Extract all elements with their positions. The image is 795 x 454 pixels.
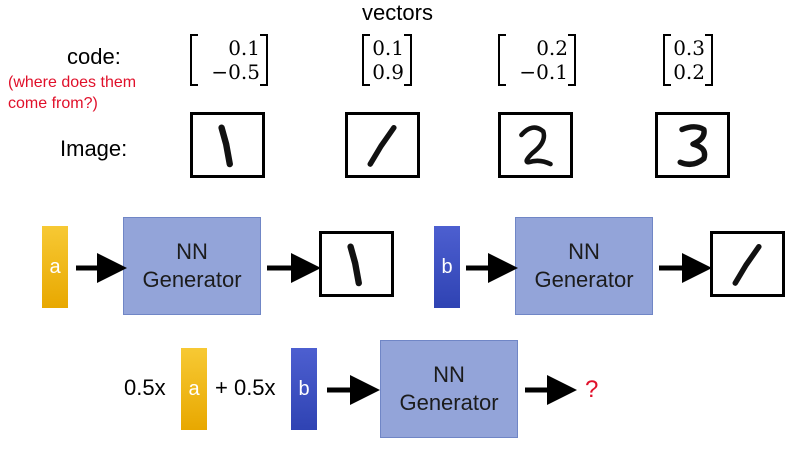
code-a-bar: a — [181, 348, 207, 430]
generator-line1: NN — [433, 362, 465, 387]
code-label: code: — [67, 44, 121, 69]
right-bracket — [260, 34, 268, 86]
coefficient-a: 0.5x — [124, 375, 166, 400]
code-a-label: a — [49, 255, 61, 278]
code-note-line1: (where does them — [8, 74, 137, 91]
vector-top-value: 0.3 — [673, 36, 705, 60]
left-bracket — [498, 34, 506, 86]
right-bracket — [568, 34, 576, 86]
code-vector: 0.3 0.2 — [663, 34, 713, 91]
digit-image-one-slanted — [345, 112, 420, 178]
vector-bottom-value: 0.9 — [372, 60, 404, 84]
digit-image-two — [498, 112, 573, 178]
code-a-label: a — [188, 377, 200, 400]
digit-image-one — [190, 112, 265, 178]
generator-line2: Generator — [399, 390, 499, 415]
left-bracket — [190, 34, 198, 86]
code-note-line2: come from?) — [8, 95, 98, 112]
nn-generator-b: NN Generator — [515, 217, 653, 315]
unknown-output-mark: ? — [585, 376, 599, 403]
code-a-bar: a — [42, 226, 68, 308]
vectors-title: vectors — [362, 0, 433, 25]
code-b-label: b — [441, 255, 453, 278]
right-bracket — [705, 34, 713, 86]
generator-line2: Generator — [142, 267, 242, 292]
nn-generator-mix: NN Generator — [380, 340, 518, 438]
code-b-bar: b — [434, 226, 460, 308]
generator-line2: Generator — [534, 267, 634, 292]
coefficient-b: + 0.5x — [215, 375, 276, 400]
vector-bottom-value: 0.2 — [673, 60, 705, 84]
digit-image-three — [655, 112, 730, 178]
vector-top-value: 0.1 — [228, 36, 260, 60]
code-vector: 0.1 0.9 — [362, 34, 412, 91]
vector-bottom-value: −0.5 — [211, 60, 260, 84]
left-bracket — [663, 34, 671, 86]
code-b-label: b — [298, 377, 310, 400]
generator-line1: NN — [176, 239, 208, 264]
right-bracket — [404, 34, 412, 86]
code-vector: 0.2 −0.1 — [498, 34, 576, 91]
nn-generator-a: NN Generator — [123, 217, 261, 315]
code-b-bar: b — [291, 348, 317, 430]
left-bracket — [362, 34, 370, 86]
vector-bottom-value: −0.1 — [519, 60, 568, 84]
output-image-one-slanted — [710, 231, 785, 297]
generator-line1: NN — [568, 239, 600, 264]
code-vector: 0.1 −0.5 — [190, 34, 268, 91]
code-note: (where does them come from?) — [8, 72, 136, 114]
vector-top-value: 0.1 — [372, 36, 404, 60]
vector-top-value: 0.2 — [536, 36, 568, 60]
image-label: Image: — [60, 136, 128, 161]
